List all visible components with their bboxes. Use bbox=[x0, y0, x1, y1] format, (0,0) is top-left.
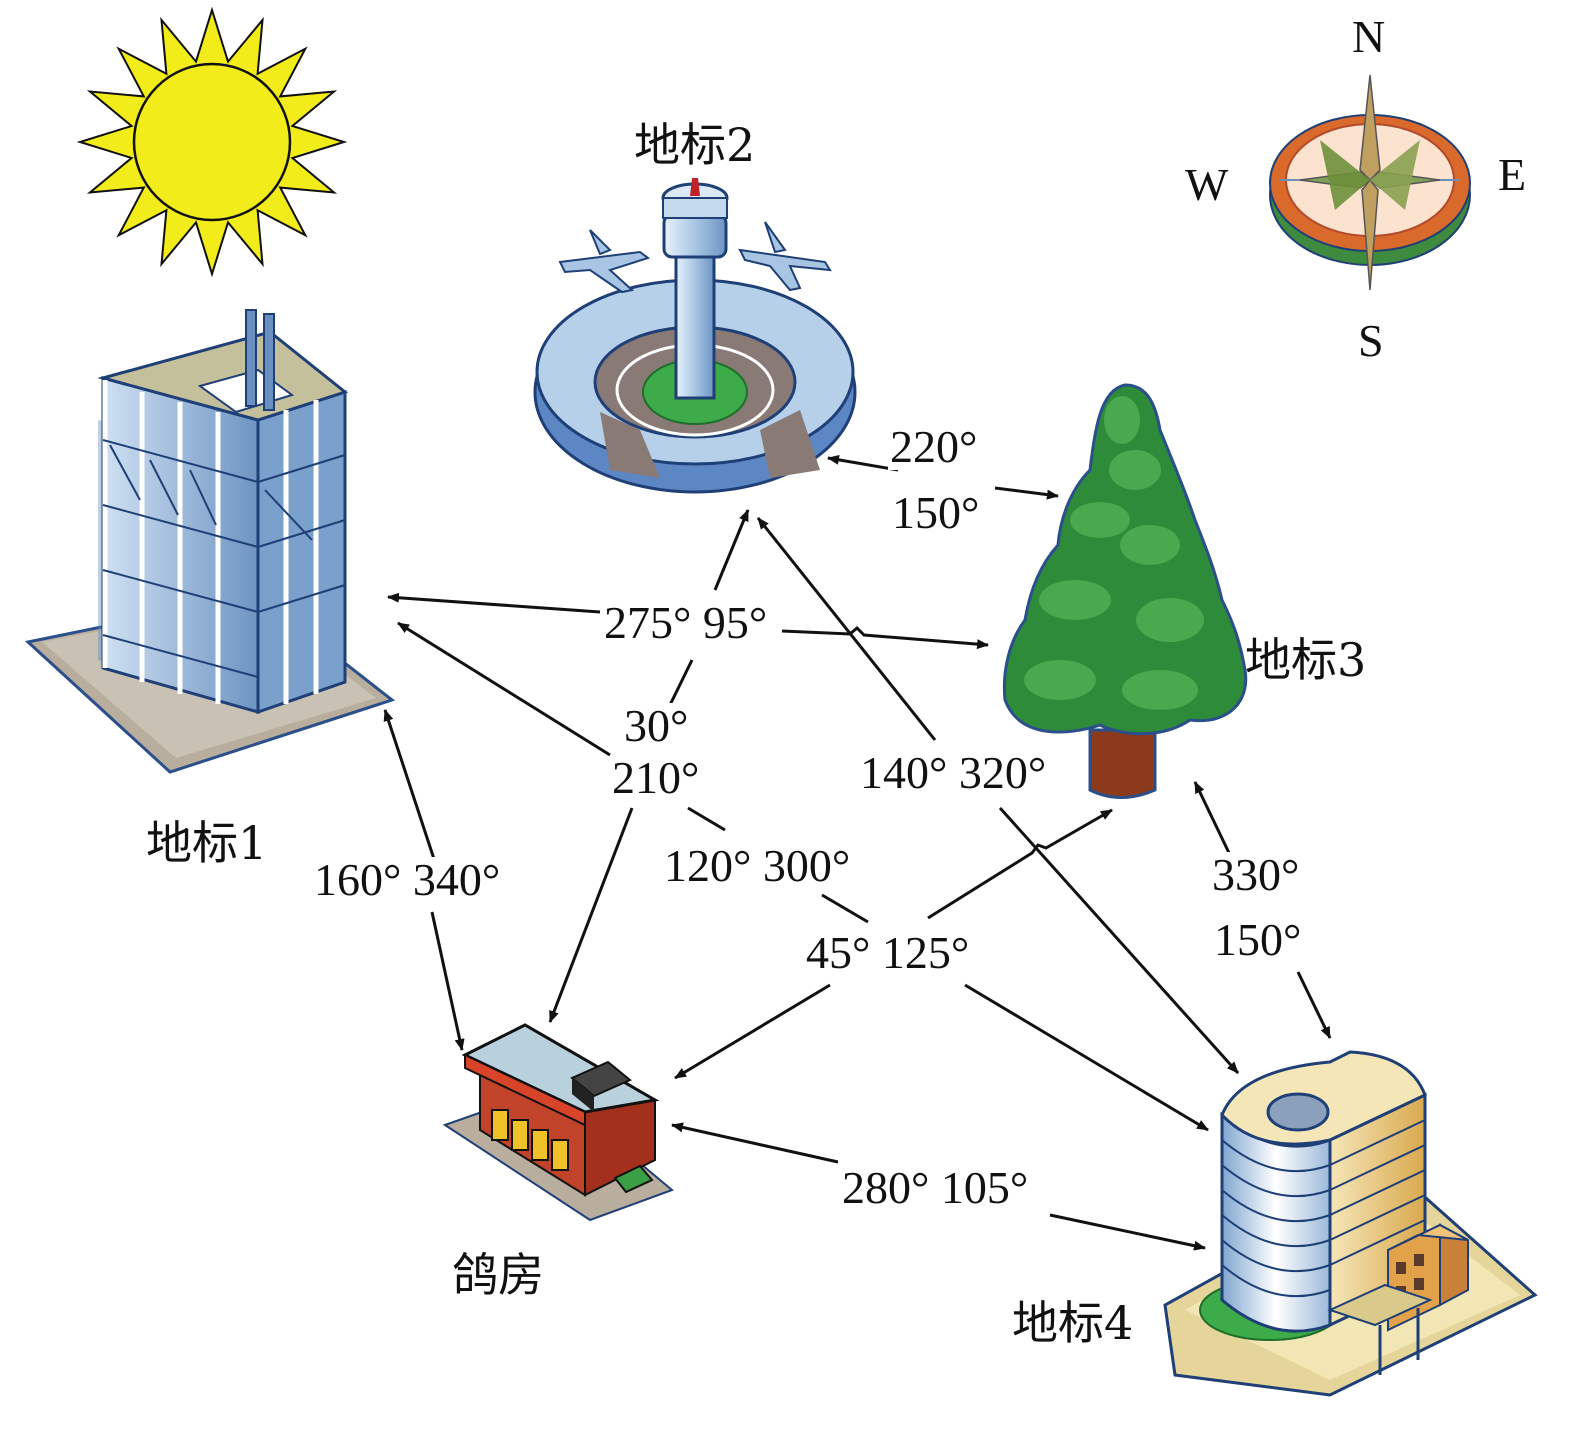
landmark-2-label: 地标2 bbox=[634, 122, 755, 168]
compass-east: E bbox=[1498, 152, 1526, 198]
bearing-l1-loft: 160° 340° bbox=[312, 857, 502, 903]
arrow-l4-l2 bbox=[758, 518, 935, 740]
arrow-loft-l4 bbox=[965, 985, 1208, 1130]
arrow-l2-l1 bbox=[398, 623, 610, 755]
hotel-building-icon bbox=[1165, 1052, 1535, 1395]
bearing-l3-l4-b: 150° bbox=[1212, 917, 1303, 963]
arrow-loft-l3-low bbox=[675, 985, 830, 1078]
arrow-l1-l2-up bbox=[715, 510, 748, 590]
sun-icon bbox=[80, 10, 344, 274]
pigeon-loft-label: 鸽房 bbox=[452, 1252, 544, 1298]
arrow-loft-l4-east bbox=[1050, 1215, 1205, 1248]
arrow-l1-l2-lower bbox=[670, 660, 692, 705]
bearing-loft-l3-l4: 45° 125° bbox=[804, 930, 971, 976]
landmark-3-label: 地标3 bbox=[1245, 637, 1366, 683]
landmark-1-label: 地标1 bbox=[146, 820, 267, 866]
bearing-l1-l3: 275° 95° bbox=[602, 600, 769, 646]
arrow-l1-l4-seg1 bbox=[688, 808, 725, 830]
arrow-l1-loft-down bbox=[550, 808, 632, 1022]
bearing-l1-l2: 30° bbox=[622, 703, 690, 749]
airport-tower-icon bbox=[535, 178, 855, 492]
bearing-l2-l3-b: 150° bbox=[890, 490, 981, 536]
bearing-l2-l1: 210° bbox=[610, 755, 701, 801]
compass-rose-icon bbox=[1270, 75, 1470, 290]
arrow-l3-l4-down bbox=[1298, 972, 1330, 1038]
pigeon-loft-icon bbox=[445, 1025, 672, 1220]
arrow-l1-l3-west bbox=[388, 597, 600, 612]
arrow-l1-l3-east bbox=[782, 628, 988, 645]
landmark-4-label: 地标4 bbox=[1012, 1300, 1133, 1346]
compass-north: N bbox=[1352, 14, 1385, 60]
compass-west: W bbox=[1185, 162, 1228, 208]
office-tower-icon bbox=[28, 310, 392, 772]
arrow-l1-loft-dn bbox=[432, 912, 462, 1050]
arrow-l4-l3-up bbox=[1195, 782, 1230, 855]
tree-icon bbox=[1004, 385, 1245, 798]
arrow-l1-l4-seg2 bbox=[822, 895, 868, 922]
bearing-loft-l4: 280° 105° bbox=[840, 1165, 1030, 1211]
bearing-l1-l4: 120° 300° bbox=[662, 843, 852, 889]
arrow-l1-loft-up bbox=[385, 710, 435, 862]
bearing-l2-l4: 140° 320° bbox=[858, 750, 1048, 796]
arrow-l2-l3-east bbox=[995, 488, 1058, 496]
bearing-l2-l3-a: 220° bbox=[888, 424, 979, 470]
arrow-l4-loft-west bbox=[672, 1125, 838, 1162]
compass-south: S bbox=[1358, 318, 1384, 364]
bearing-l3-l4-a: 330° bbox=[1210, 852, 1301, 898]
